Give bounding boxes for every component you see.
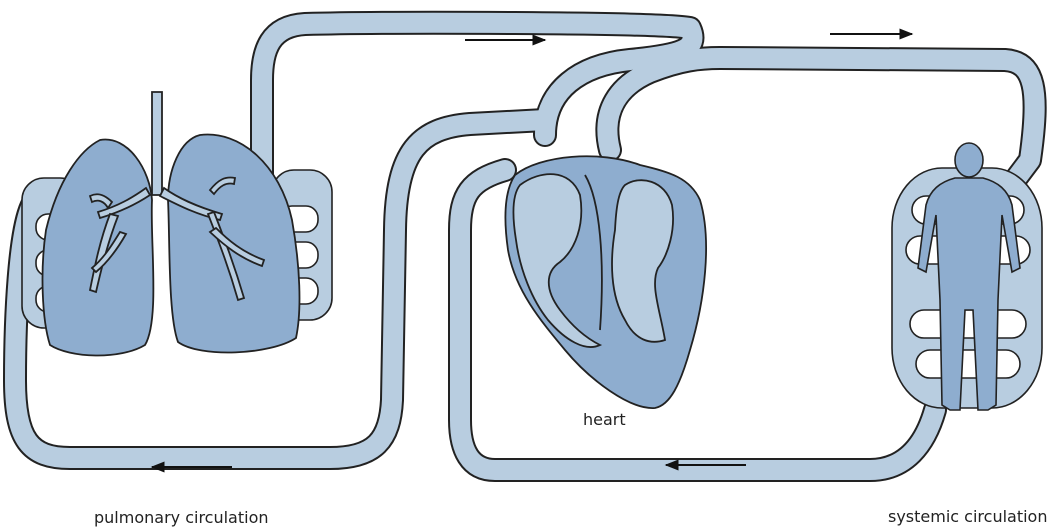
trachea	[152, 92, 162, 195]
left-lung	[43, 140, 154, 356]
heart-organ	[505, 156, 706, 408]
pulmonary-circulation-label: pulmonary circulation	[94, 508, 269, 527]
systemic-circulation-label: systemic circulation	[888, 507, 1047, 526]
heart-label: heart	[583, 410, 626, 429]
